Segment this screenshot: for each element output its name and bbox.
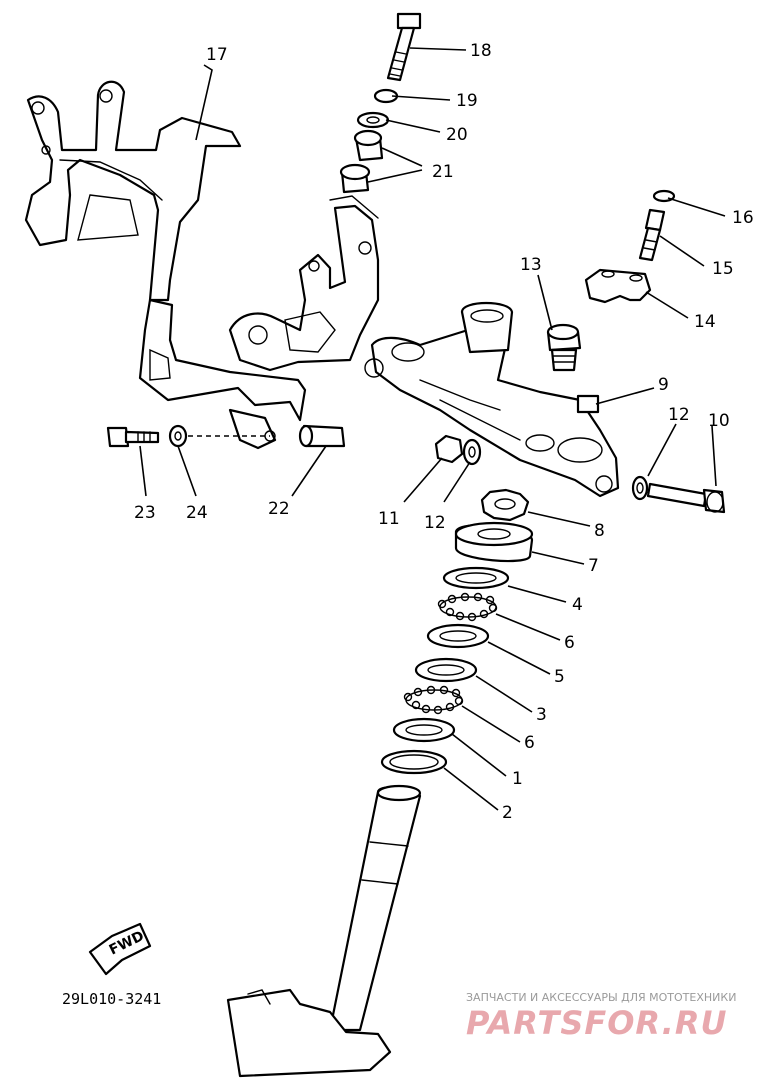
bearing-race-part-1 [392,717,456,743]
callout-11: 11 [378,509,400,529]
callout-7: 7 [588,556,599,576]
bolt-part-18 [386,12,422,82]
bolt-part-23 [106,426,160,448]
bracket-frame-part-17 [24,80,380,450]
callout-13: 13 [520,255,542,275]
callout-12-left: 12 [424,513,446,533]
fwd-arrow: FWD [88,922,152,976]
watermark-tagline: ЗАПЧАСТИ И АКСЕССУАРЫ ДЛЯ МОТОТЕХНИКИ [466,991,736,1004]
collar-part-22 [298,424,346,448]
callout-12-right: 12 [668,405,690,425]
bearing-race-part-4 [442,566,510,590]
callout-23: 23 [134,503,156,523]
cover-part-7 [454,521,534,563]
nut-part-11 [434,434,464,464]
washer-part-24 [168,424,188,448]
callout-20: 20 [446,125,468,145]
callout-10: 10 [708,411,730,431]
collar-lower-part-21 [339,163,371,194]
collar-upper-part-21 [353,129,384,162]
callout-15: 15 [712,259,734,279]
washer-part-12-left [462,438,482,466]
washer-part-20 [356,111,390,129]
callout-17: 17 [206,45,228,65]
callout-21: 21 [432,162,454,182]
leader-lines [139,47,726,811]
ball-bearing-part-6-lower [403,685,464,715]
upper-bracket-part-9 [364,302,620,498]
callout-2: 2 [502,803,513,823]
callout-6-lower: 6 [524,733,535,753]
bolt-part-10 [646,482,726,514]
callout-5: 5 [554,667,565,687]
steering-stem [226,784,422,1078]
callout-3: 3 [536,705,547,725]
callout-18: 18 [470,41,492,61]
dust-seal-part-2 [380,749,448,775]
callout-1: 1 [512,769,523,789]
watermark-brand: PARTSFOR.RU [466,1004,727,1042]
bearing-race-part-3 [414,657,478,683]
handlebar-holder-part-14 [584,268,652,304]
bearing-race-part-5 [426,623,490,649]
callout-9: 9 [658,375,669,395]
callout-24: 24 [186,503,208,523]
callout-6-upper: 6 [564,633,575,653]
callout-4: 4 [572,595,583,615]
bolt-part-15 [638,208,666,262]
callout-22: 22 [268,499,290,519]
bolt-part-13 [546,323,582,372]
callout-19: 19 [456,91,478,111]
callout-8: 8 [594,521,605,541]
washer-part-12-right [631,475,649,501]
callout-labels: 17 18 19 20 21 16 15 13 14 9 12 10 11 12… [134,41,754,823]
diagram-code: 29L010-3241 [62,990,161,1008]
ball-bearing-part-6-upper [437,592,498,622]
callout-16: 16 [732,208,754,228]
ring-nut-part-8 [480,488,530,522]
callout-14: 14 [694,312,716,332]
